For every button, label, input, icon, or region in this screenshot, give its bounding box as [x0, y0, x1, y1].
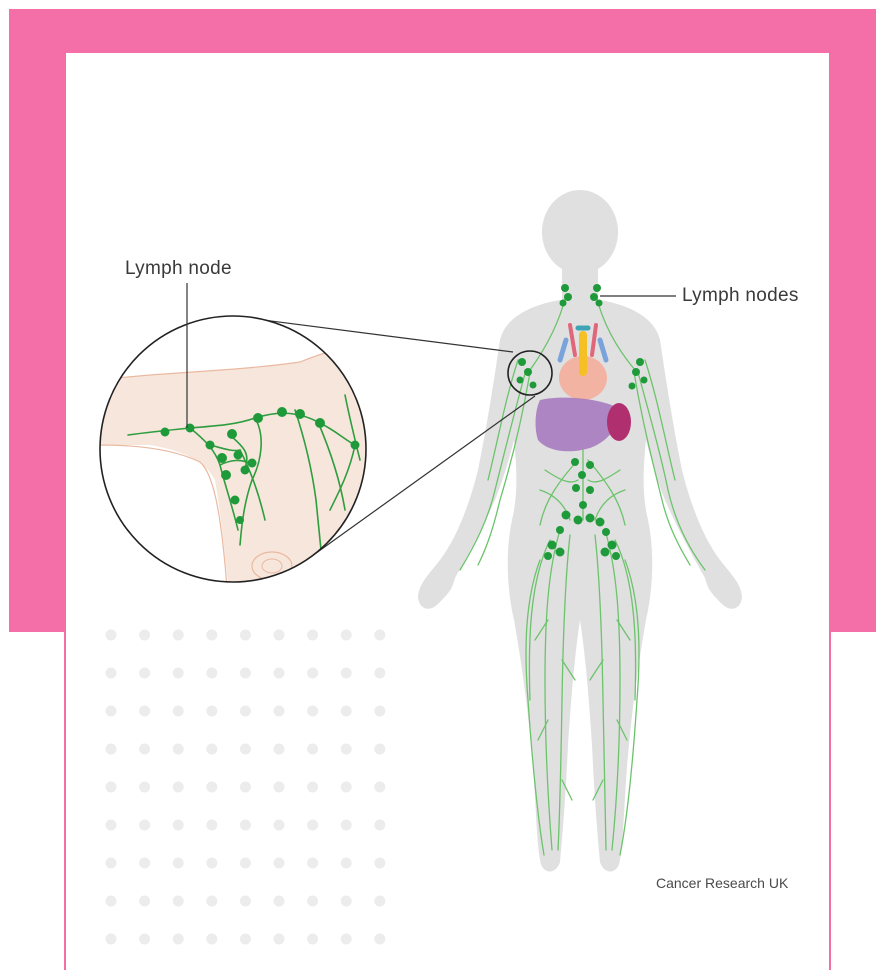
grid-dot [139, 896, 150, 907]
grid-dot [341, 820, 352, 831]
grid-dot [374, 630, 385, 641]
grid-dot [274, 820, 285, 831]
grid-dot [206, 668, 217, 679]
grid-dot [240, 934, 251, 945]
grid-dot [341, 744, 352, 755]
grid-dot [106, 744, 117, 755]
grid-dot [206, 744, 217, 755]
grid-dot [139, 820, 150, 831]
grid-dot [173, 630, 184, 641]
grid-dot [173, 934, 184, 945]
grid-dot [240, 630, 251, 641]
grid-dot [341, 630, 352, 641]
grid-dot [139, 630, 150, 641]
grid-dot [374, 896, 385, 907]
grid-dot [374, 820, 385, 831]
grid-dot [139, 744, 150, 755]
grid-dot [307, 858, 318, 869]
grid-dot [307, 744, 318, 755]
grid-dot [139, 706, 150, 717]
grid-dot [274, 858, 285, 869]
grid-dot [341, 858, 352, 869]
grid-dot [274, 668, 285, 679]
grid-dot [206, 858, 217, 869]
grid-dot [240, 782, 251, 793]
grid-dot [206, 896, 217, 907]
grid-dot [341, 934, 352, 945]
grid-dot [106, 782, 117, 793]
grid-dot [240, 896, 251, 907]
spleen-icon [607, 403, 631, 441]
lymph-nodes-label: Lymph nodes [682, 285, 799, 307]
grid-dot [274, 706, 285, 717]
lymph-node-label: Lymph node [125, 258, 232, 280]
grid-dot [106, 820, 117, 831]
grid-dot [240, 668, 251, 679]
grid-dot [341, 896, 352, 907]
grid-dot [307, 706, 318, 717]
grid-dot [341, 782, 352, 793]
credit-label: Cancer Research UK [656, 875, 788, 891]
grid-dot [374, 744, 385, 755]
grid-dot [374, 782, 385, 793]
grid-dot [307, 668, 318, 679]
grid-dot [274, 782, 285, 793]
grid-dot [307, 630, 318, 641]
grid-dot [173, 896, 184, 907]
grid-dot [106, 858, 117, 869]
grid-dot [106, 934, 117, 945]
grid-dot [307, 820, 318, 831]
grid-dot [374, 858, 385, 869]
grid-dot [139, 782, 150, 793]
grid-dot [341, 668, 352, 679]
grid-dot [240, 858, 251, 869]
grid-dot [106, 896, 117, 907]
grid-dot [139, 934, 150, 945]
grid-dot [374, 668, 385, 679]
grid-dot [139, 858, 150, 869]
grid-dot [374, 706, 385, 717]
grid-dot [274, 896, 285, 907]
grid-dot [240, 744, 251, 755]
grid-dot [307, 896, 318, 907]
grid-dot [173, 858, 184, 869]
grid-dot [206, 706, 217, 717]
grid-dot [274, 744, 285, 755]
grid-dot [173, 744, 184, 755]
grid-dot [173, 706, 184, 717]
grid-dot [240, 820, 251, 831]
grid-dot [206, 820, 217, 831]
grid-dot [307, 934, 318, 945]
grid-dot [206, 782, 217, 793]
grid-dot [173, 782, 184, 793]
grid-dot [307, 782, 318, 793]
grid-dot [173, 820, 184, 831]
grid-dot [274, 630, 285, 641]
grid-dot [106, 630, 117, 641]
grid-dot [240, 706, 251, 717]
grid-dot [173, 668, 184, 679]
magnifier-circle-detail-icon [100, 316, 370, 600]
grid-dot [206, 630, 217, 641]
grid-dot [374, 934, 385, 945]
grid-dot [106, 706, 117, 717]
grid-dot [206, 934, 217, 945]
grid-dot [274, 934, 285, 945]
grid-dot [139, 668, 150, 679]
grid-dot [106, 668, 117, 679]
decorative-dot-grid [106, 630, 386, 945]
grid-dot [341, 706, 352, 717]
